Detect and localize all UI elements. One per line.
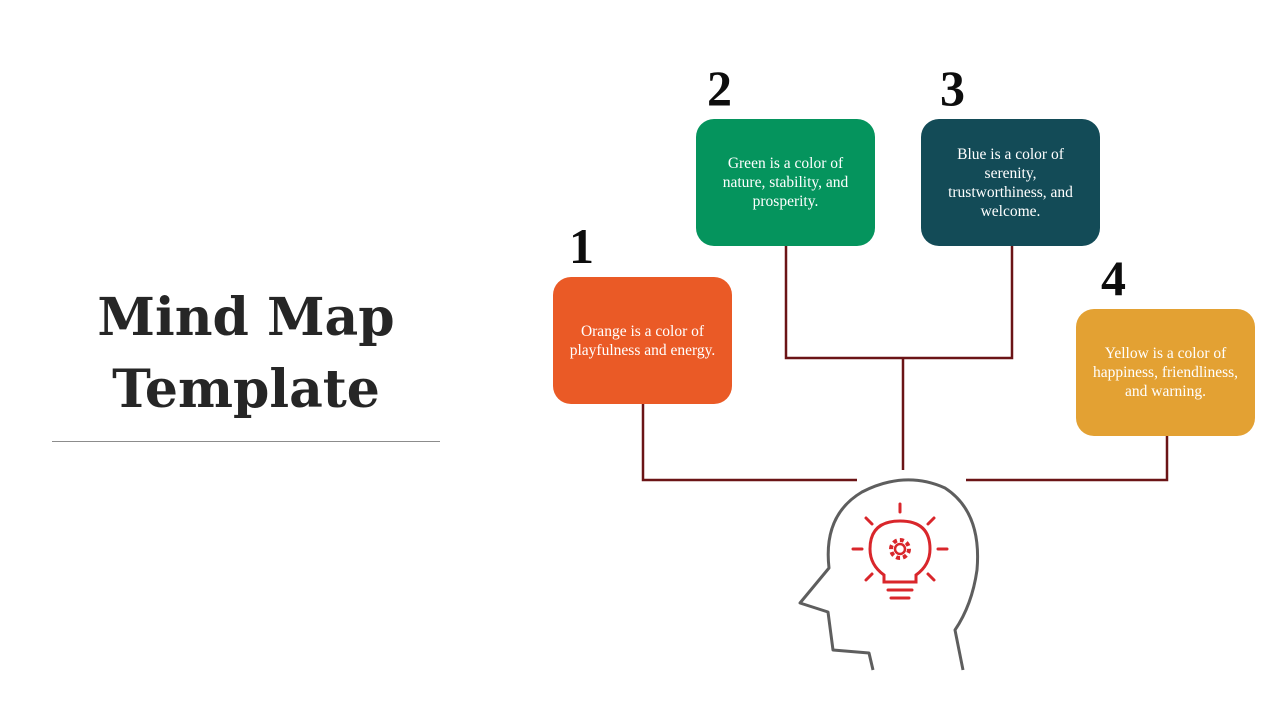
node-3-box: Blue is a color of serenity, trustworthi… (921, 119, 1100, 246)
gear-icon (889, 538, 911, 560)
head-with-lightbulb-gear-icon (798, 478, 980, 671)
title-line-1: Mind Map (97, 287, 395, 348)
title-line-2: Template (112, 359, 380, 420)
node-4-text: Yellow is a color of happiness, friendli… (1092, 345, 1239, 400)
node-1-box: Orange is a color of playfulness and ene… (553, 277, 732, 404)
node-1-number: 1 (569, 218, 594, 274)
node-3-text: Blue is a color of serenity, trustworthi… (948, 145, 1073, 220)
node-4-number: 4 (1101, 250, 1126, 306)
connector-node-1 (641, 404, 857, 482)
connector-node-3 (903, 246, 1014, 360)
connector-node-4 (966, 436, 1169, 482)
node-3-number: 3 (940, 60, 965, 116)
connector-node-2 (784, 246, 903, 360)
lightbulb-icon (851, 502, 949, 600)
node-2-text: Green is a color of nature, stability, a… (722, 155, 849, 210)
node-2-number: 2 (707, 60, 732, 116)
page-title: Mind Map Template (52, 282, 440, 426)
head-outline-icon (798, 478, 980, 671)
node-1-text: Orange is a color of playfulness and ene… (569, 322, 716, 359)
node-2-box: Green is a color of nature, stability, a… (696, 119, 875, 246)
title-divider (52, 441, 440, 442)
node-4-box: Yellow is a color of happiness, friendli… (1076, 309, 1255, 436)
